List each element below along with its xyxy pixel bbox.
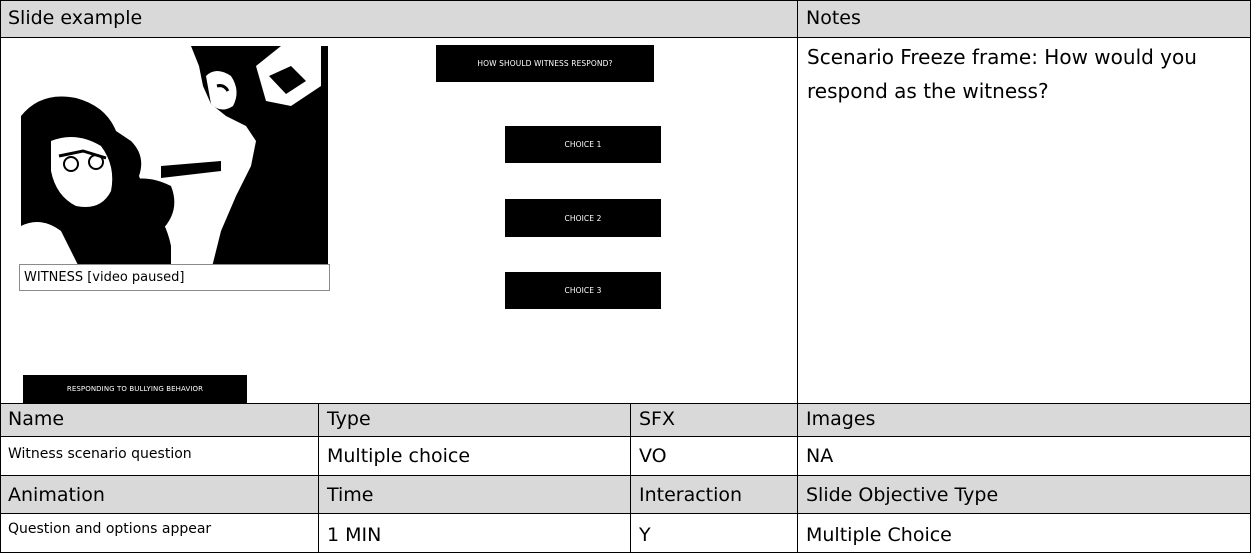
grid-line bbox=[0, 37, 1251, 38]
grid-line bbox=[630, 403, 631, 553]
grid-line bbox=[0, 436, 1251, 437]
images-header: Images bbox=[798, 404, 1251, 436]
grid-line bbox=[797, 0, 798, 553]
choice-2-button[interactable]: CHOICE 2 bbox=[505, 199, 661, 237]
time-value: 1 MIN bbox=[319, 514, 630, 553]
slide-objective-type-value: Multiple Choice bbox=[798, 514, 1251, 553]
notes-header: Notes bbox=[798, 0, 1251, 37]
images-value: NA bbox=[798, 437, 1251, 475]
grid-line bbox=[0, 513, 1251, 514]
slide-example: WITNESS [video paused] HOW SHOULD WITNES… bbox=[7, 40, 797, 403]
slide-example-header: Slide example bbox=[0, 0, 797, 37]
choice-3-button[interactable]: CHOICE 3 bbox=[505, 272, 661, 309]
animation-header: Animation bbox=[0, 476, 318, 513]
slide-objective-type-header: Slide Objective Type bbox=[798, 476, 1251, 513]
interaction-value: Y bbox=[631, 514, 797, 553]
witness-video-frame bbox=[21, 46, 328, 303]
interaction-header: Interaction bbox=[631, 476, 797, 513]
notes-text: Scenario Freeze frame: How would you res… bbox=[807, 45, 1197, 103]
name-value: Witness scenario question bbox=[0, 437, 318, 475]
sfx-value: VO bbox=[631, 437, 797, 475]
grid-line bbox=[318, 403, 319, 553]
topic-banner: RESPONDING TO BULLYING BEHAVIOR bbox=[23, 375, 247, 403]
name-header: Name bbox=[0, 404, 318, 436]
animation-value: Question and options appear bbox=[0, 514, 318, 553]
grid-line bbox=[0, 475, 1251, 476]
video-caption: WITNESS [video paused] bbox=[19, 264, 330, 291]
type-value: Multiple choice bbox=[319, 437, 630, 475]
grid-line bbox=[0, 0, 1, 553]
choice-1-button[interactable]: CHOICE 1 bbox=[505, 126, 661, 163]
grid-line bbox=[0, 0, 1251, 1]
question-banner: HOW SHOULD WITNESS RESPOND? bbox=[436, 45, 654, 82]
type-header: Type bbox=[319, 404, 630, 436]
grid-line bbox=[0, 403, 1251, 404]
time-header: Time bbox=[319, 476, 630, 513]
sfx-header: SFX bbox=[631, 404, 797, 436]
